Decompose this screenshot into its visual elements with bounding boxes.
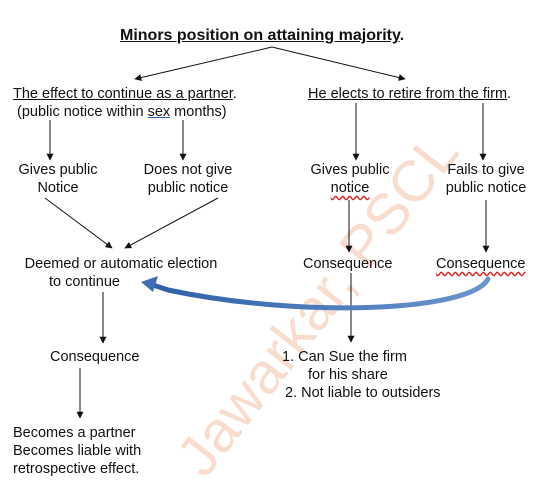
node-line: Consequence xyxy=(436,256,526,272)
diagram-title: Minors position on attaining majority. xyxy=(120,27,404,45)
node-outcomes-right: 1. Can Sue the firm for his share 2. Not… xyxy=(282,348,441,402)
node-line: to continue xyxy=(49,274,120,290)
right-branch-heading: He elects to retire from the firm. xyxy=(308,85,511,103)
left-heading-text: The effect to continue as a partner xyxy=(13,86,233,102)
note-post: months) xyxy=(170,104,227,120)
node-fails-to-give: Fails to give public notice xyxy=(434,161,538,197)
node-does-not-give: Does not give public notice xyxy=(133,161,243,197)
node-line: 1. Can Sue the firm xyxy=(282,349,407,365)
node-line: for his share xyxy=(308,367,388,383)
node-line: Becomes liable with xyxy=(13,443,142,459)
node-line: Does not give xyxy=(143,162,233,178)
arrow-doesnot-to-deemed xyxy=(124,197,219,249)
arrow-title-to-right xyxy=(271,46,406,81)
node-line: public notice xyxy=(147,180,229,196)
node-line: Becomes a partner xyxy=(13,425,136,441)
curved-arrowhead xyxy=(141,276,158,292)
node-line: public notice xyxy=(445,180,527,196)
node-line: Gives public xyxy=(310,162,390,178)
curved-arrow-consequence-to-deemed xyxy=(147,276,491,311)
node-gives-public-notice-right: Gives public notice xyxy=(300,161,400,197)
left-heading-suffix: . xyxy=(232,86,237,102)
node-line: Fails to give xyxy=(447,162,525,178)
title-suffix: . xyxy=(399,27,405,44)
node-consequence-left: Consequence xyxy=(50,349,140,365)
node-line: 2. Not liable to outsiders xyxy=(285,385,441,401)
node-consequence-right-2: Consequence xyxy=(436,255,526,273)
arrow-title-to-left xyxy=(134,46,273,81)
arrow-gives-to-deemed xyxy=(44,197,113,249)
node-deemed-election: Deemed or automatic election to continue xyxy=(8,255,234,291)
node-consequence-right-1: Consequence xyxy=(303,256,393,272)
right-heading-suffix: . xyxy=(507,86,512,102)
node-line: notice xyxy=(330,180,370,196)
title-text: Minors position on attaining majority xyxy=(120,27,400,44)
node-line: Gives public xyxy=(18,162,98,178)
left-branch-note: (public notice within sex months) xyxy=(17,103,227,121)
node-line: Notice xyxy=(37,180,79,196)
node-line: retrospective effect. xyxy=(13,461,140,477)
node-gives-public-notice-left: Gives public Notice xyxy=(8,161,108,197)
note-pre: (public notice within xyxy=(17,104,148,120)
left-branch-heading: The effect to continue as a partner. xyxy=(13,85,237,103)
note-word: sex xyxy=(147,104,171,120)
right-heading-text: He elects to retire from the firm xyxy=(308,86,508,102)
node-outcome-left: Becomes a partner Becomes liable with re… xyxy=(13,424,141,478)
node-line: Deemed or automatic election xyxy=(24,256,218,272)
